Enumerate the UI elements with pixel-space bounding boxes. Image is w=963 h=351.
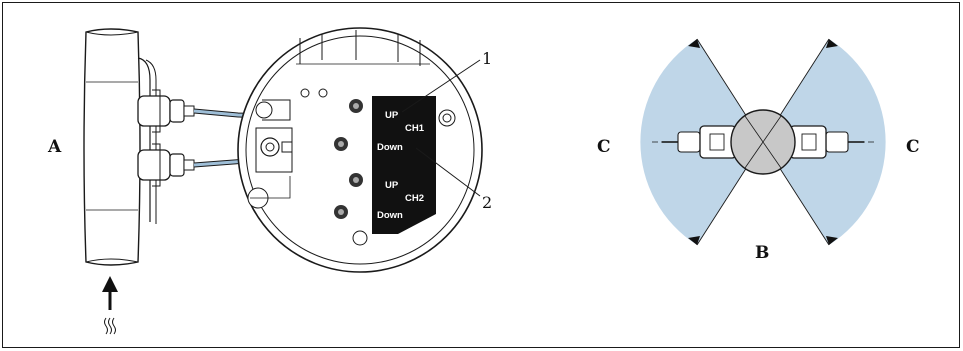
label-B: B [755,243,769,263]
terminal-up-ch2: UP [385,180,399,191]
pipe-cross-section [730,109,796,175]
callout-lines [401,59,481,197]
terminal-ch1: CH1 [405,123,425,134]
sensor-downstream [137,143,195,187]
mounting-strap [137,57,157,224]
label-A: A [47,137,62,157]
terminal-connectors [334,99,363,219]
sensor-right [789,125,864,159]
terminal-down-ch1: Down [377,142,403,153]
terminal-down-ch2: Down [377,210,403,221]
terminal-ch2: CH2 [405,193,424,204]
terminal-up-ch1: UP [385,110,399,121]
callout-1: 1 [482,49,492,68]
heat-waves-icon [104,317,116,335]
label-C-right: C [906,137,920,157]
arrow-up-icon [102,276,118,310]
label-C-left: C [597,137,611,157]
callout-2: 2 [482,193,492,212]
pipe [83,28,141,266]
transmitter-housing [237,27,483,273]
sensor-left [662,125,737,159]
sensor-upstream [137,89,195,133]
terminal-label-panel [372,96,436,234]
